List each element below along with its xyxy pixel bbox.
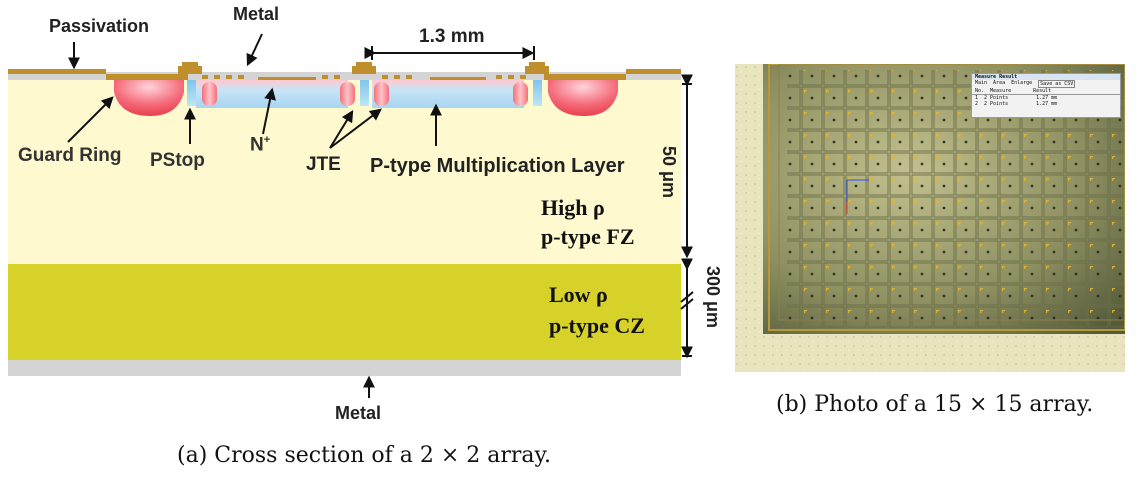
- cz-layer: [8, 264, 681, 360]
- metal-step-right: [544, 74, 626, 80]
- label-high-rho-2: p-type FZ: [541, 224, 635, 249]
- contact-bump-1: [178, 62, 202, 74]
- measure-tab-area[interactable]: Area: [993, 80, 1006, 86]
- break-mark-1: [680, 291, 694, 303]
- measure-result-header: No. Measure Result: [972, 88, 1120, 95]
- n-plus-region-right: [372, 80, 524, 108]
- chip-inner-edge: [778, 64, 1125, 321]
- measure-save-csv-button[interactable]: Save as CSV: [1038, 80, 1076, 88]
- label-n-plus: N+: [250, 134, 270, 156]
- label-guard-ring: Guard Ring: [18, 145, 122, 166]
- measure-row-no: 2: [975, 101, 979, 107]
- bottom-metal-layer: [8, 360, 681, 376]
- passivation-left: [8, 69, 106, 74]
- measure-row-type: 2 Points: [984, 95, 1009, 101]
- label-thickness-bottom: 300 μm: [703, 266, 723, 329]
- cross-section-diagram: [8, 33, 694, 398]
- jte-4: [513, 82, 528, 106]
- label-metal-bottom: Metal: [335, 403, 382, 423]
- label-low-rho-1: Low ρ: [549, 282, 608, 307]
- guard-ring-right: [548, 80, 618, 116]
- jte-1: [202, 82, 217, 106]
- measure-tab-main[interactable]: Main: [975, 80, 988, 86]
- label-passivation: Passivation: [49, 16, 150, 36]
- jte-2: [340, 82, 355, 106]
- measure-col-no: No.: [975, 88, 985, 94]
- pstop-2: [360, 80, 369, 106]
- jte-arrow-1: [329, 109, 354, 149]
- contact-bump-2: [352, 62, 376, 74]
- caption-b: (b) Photo of a 15 × 15 array.: [776, 392, 1094, 417]
- metal-top-arrow: [246, 33, 263, 67]
- measure-row[interactable]: 1 2 Points 1.27 mm: [972, 95, 1120, 101]
- contact-bump-3: [525, 62, 549, 74]
- label-low-rho-2: p-type CZ: [549, 313, 645, 338]
- metal-dashes: [202, 75, 526, 80]
- passivation-right: [626, 69, 681, 74]
- top-metal-layer: [8, 72, 681, 80]
- label-jte: JTE: [306, 154, 341, 175]
- label-pstop: PStop: [150, 150, 205, 171]
- measure-result-title: Measure Result: [972, 74, 1120, 80]
- label-multiplication-layer: P-type Multiplication Layer: [370, 155, 625, 177]
- measure-row-no: 1: [975, 95, 979, 101]
- measure-row[interactable]: 2 2 Points 1.27 mm: [972, 101, 1120, 107]
- measure-result-title-text: Measure Result: [975, 74, 1018, 80]
- measure-col-measure: Measure: [990, 88, 1012, 94]
- guard-ring-left: [114, 80, 184, 116]
- break-mark-2: [680, 298, 694, 310]
- measure-result-tabs: Main Area Enlarge Save as CSV: [972, 80, 1120, 88]
- measure-tab-enlarge[interactable]: Enlarge: [1011, 80, 1033, 86]
- measure-col-result: Result: [1033, 88, 1052, 94]
- label-high-rho-1: High ρ: [541, 195, 605, 220]
- pstop-1: [187, 80, 196, 106]
- measure-row-result: 1.27 mm: [1036, 95, 1058, 101]
- chip-outer-edge: [768, 64, 1125, 331]
- caption-a: (a) Cross section of a 2 × 2 array.: [177, 443, 552, 468]
- measure-result-panel: Measure Result Main Area Enlarge Save as…: [971, 73, 1121, 118]
- label-metal-top: Metal: [233, 4, 280, 24]
- measure-row-result: 1.27 mm: [1036, 101, 1058, 107]
- label-n-plus-sup: +: [263, 134, 271, 146]
- label-n-plus-text: N: [250, 134, 264, 156]
- label-width: 1.3 mm: [419, 26, 485, 47]
- jte-3: [374, 82, 389, 106]
- n-plus-arrow: [262, 87, 276, 135]
- metal-step-left: [106, 74, 188, 80]
- jte-arrow-2: [329, 108, 382, 149]
- pstop-3: [533, 80, 542, 106]
- guard-ring-arrow: [67, 96, 114, 143]
- label-thickness-top: 50 μm: [659, 146, 679, 199]
- measure-row-type: 2 Points: [984, 101, 1009, 107]
